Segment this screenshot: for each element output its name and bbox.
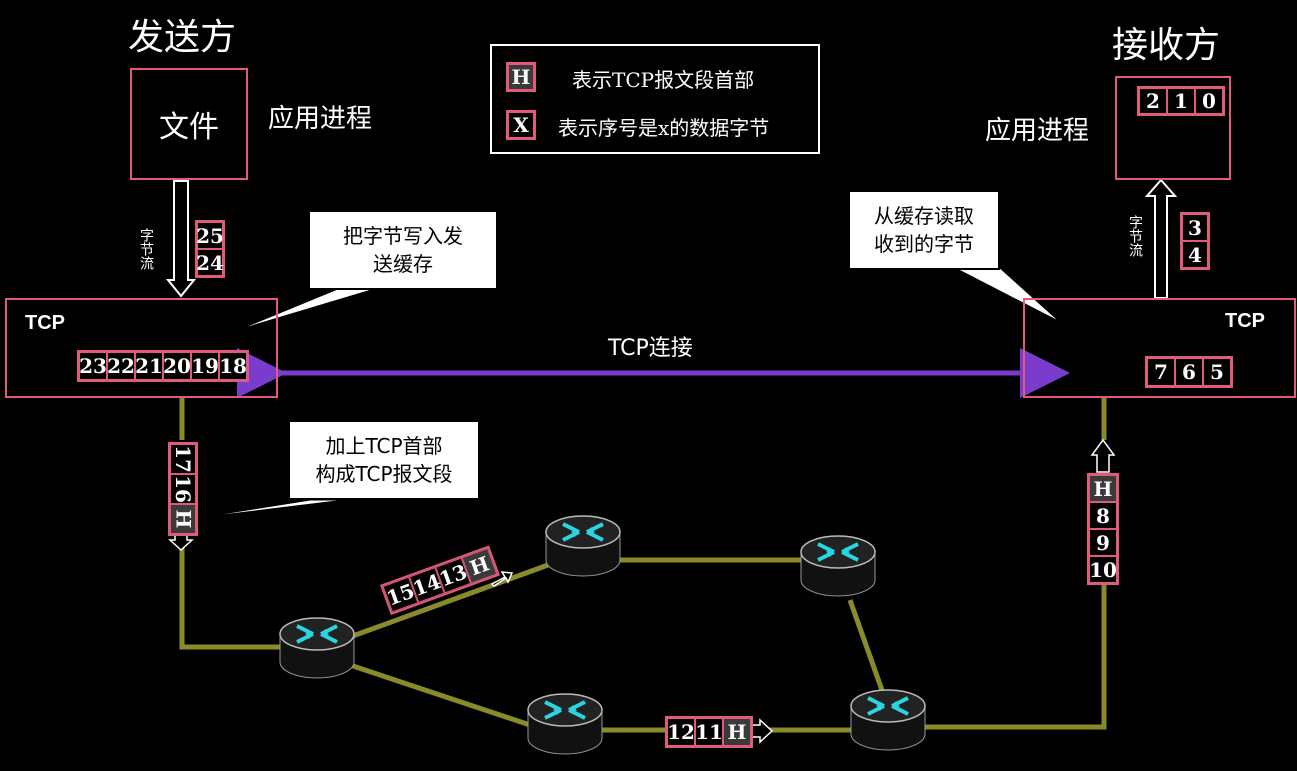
byte-cell: 25: [196, 222, 224, 249]
router-icon: [799, 534, 877, 598]
byte-cell: 24: [196, 249, 224, 276]
byte-cell: 23: [79, 352, 107, 380]
callout-write-buffer: 把字节写入发 送缓存: [308, 210, 498, 290]
receiver-delivered-bytes: 3 4: [1180, 212, 1210, 270]
up-arrow-icon: [1090, 438, 1116, 473]
sender-stream-label: 字节流: [138, 228, 154, 270]
receiver-title: 接收方: [1112, 25, 1221, 66]
byte-cell: 3: [1182, 214, 1208, 241]
byte-cell: 0: [1195, 88, 1223, 114]
header-cell: H: [171, 509, 195, 529]
down-arrow-icon: [165, 180, 197, 298]
byte-cell: 2: [1139, 88, 1167, 114]
byte-cell: 10: [1089, 556, 1117, 583]
file-label: 文件: [159, 110, 219, 145]
receiver-app-box: 2 1 0: [1115, 76, 1231, 180]
sender-tcp-label: TCP: [25, 312, 65, 334]
byte-cell: 11: [695, 718, 723, 746]
router-icon: [544, 514, 622, 578]
legend-h-text: 表示TCP报文段首部: [572, 68, 755, 92]
byte-cell: 4: [1182, 241, 1208, 268]
byte-cell: 20: [163, 352, 191, 380]
byte-cell: 5: [1203, 358, 1231, 386]
byte-cell: 21: [135, 352, 163, 380]
receiver-app-process-label: 应用进程: [985, 116, 1090, 146]
up-arrow-icon: [1144, 178, 1178, 299]
sender-tcp-box: TCP 23 22 21 20 19 18: [5, 298, 278, 398]
legend-x-symbol: X: [506, 110, 536, 140]
segment-sender-out: 17 16 H: [168, 442, 198, 536]
right-arrow-icon: [749, 718, 774, 744]
receiver-buffer: 7 6 5: [1145, 356, 1233, 388]
router-icon: [526, 692, 604, 756]
legend-x-text: 表示序号是x的数据字节: [558, 116, 770, 140]
byte-cell: 16: [171, 475, 195, 503]
legend-h-symbol: H: [506, 62, 536, 92]
tcp-connection-label: TCP连接: [608, 336, 693, 361]
byte-cell: 12: [667, 718, 695, 746]
right-arrow-icon: [490, 571, 514, 587]
router-icon: [278, 616, 356, 680]
receiver-stream-label: 字节流: [1127, 215, 1143, 257]
receiver-app-bytes: 2 1 0: [1137, 86, 1225, 116]
segment-receiver-in: H 8 9 10: [1087, 473, 1119, 585]
file-box: 文件: [130, 68, 248, 180]
byte-cell: 9: [1089, 529, 1117, 556]
byte-cell: 1: [1167, 88, 1195, 114]
byte-cell: 19: [191, 352, 219, 380]
legend: H 表示TCP报文段首部 X 表示序号是x的数据字节: [490, 44, 820, 154]
sender-app-process-label: 应用进程: [268, 104, 373, 134]
router-icon: [849, 688, 927, 752]
byte-cell: 6: [1175, 358, 1203, 386]
byte-cell: 18: [219, 352, 247, 380]
sender-buffer: 23 22 21 20 19 18: [77, 350, 249, 382]
sender-queued-bytes: 25 24: [195, 220, 225, 278]
callout-read-buffer: 从缓存读取 收到的字节: [848, 190, 1000, 270]
header-cell: H: [1089, 475, 1117, 502]
byte-cell: 17: [171, 445, 195, 473]
sender-title: 发送方: [128, 17, 237, 58]
byte-cell: 8: [1089, 502, 1117, 529]
byte-cell: 22: [107, 352, 135, 380]
callout-add-header: 加上TCP首部 构成TCP报文段: [288, 420, 480, 500]
receiver-tcp-label: TCP: [1225, 310, 1265, 332]
receiver-tcp-box: TCP 7 6 5: [1023, 298, 1296, 398]
segment-link2: 12 11 H: [665, 716, 753, 748]
byte-cell: 7: [1147, 358, 1175, 386]
header-cell: H: [723, 718, 751, 746]
